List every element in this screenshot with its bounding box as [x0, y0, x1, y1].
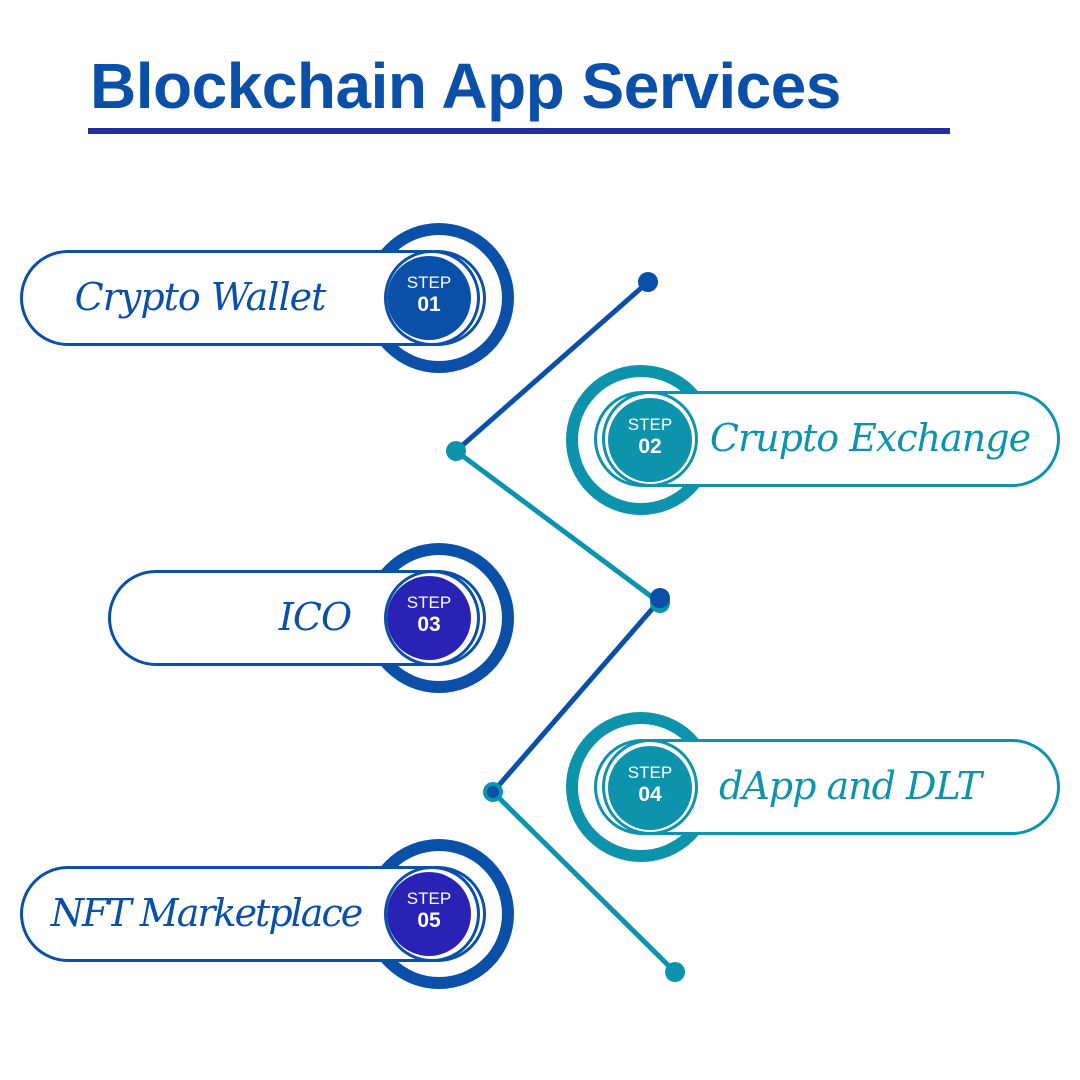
connector-line-2 [454, 448, 662, 606]
step-5-badge: STEP 05 [387, 872, 471, 956]
step-2-number: 02 [638, 435, 662, 458]
step-1-badge: STEP 01 [387, 256, 471, 340]
connector-node-1 [638, 272, 658, 292]
step-4-word: STEP [627, 763, 673, 782]
connector-node-7 [665, 962, 685, 982]
step-4-label: dApp and DLT [719, 764, 982, 808]
page-title: Blockchain App Services [90, 50, 841, 122]
step-1-word: STEP [406, 273, 452, 292]
step-3-word: STEP [406, 593, 452, 612]
step-2-label: Crupto Exchange [709, 416, 1031, 460]
step-3-label: ICO [278, 595, 352, 639]
connector-node-6 [487, 786, 499, 798]
step-4-number: 04 [638, 783, 662, 806]
step-5-number: 05 [417, 909, 441, 932]
step-5-word: STEP [406, 889, 452, 908]
step-5-label: NFT Marketplace [50, 891, 363, 935]
connector-line-4 [491, 790, 677, 974]
step-1-number: 01 [417, 293, 441, 316]
step-3-badge: STEP 03 [387, 576, 471, 660]
connector-node-2 [446, 441, 466, 461]
title-underline [88, 128, 950, 134]
connector-line-3 [491, 598, 662, 794]
connector-node-4 [650, 588, 670, 608]
connector-line-1 [454, 280, 650, 453]
step-3-number: 03 [417, 613, 441, 636]
step-4-badge: STEP 04 [608, 746, 692, 830]
step-1-label: Crypto Wallet [74, 275, 327, 319]
step-2-word: STEP [627, 415, 673, 434]
step-2-badge: STEP 02 [608, 398, 692, 482]
